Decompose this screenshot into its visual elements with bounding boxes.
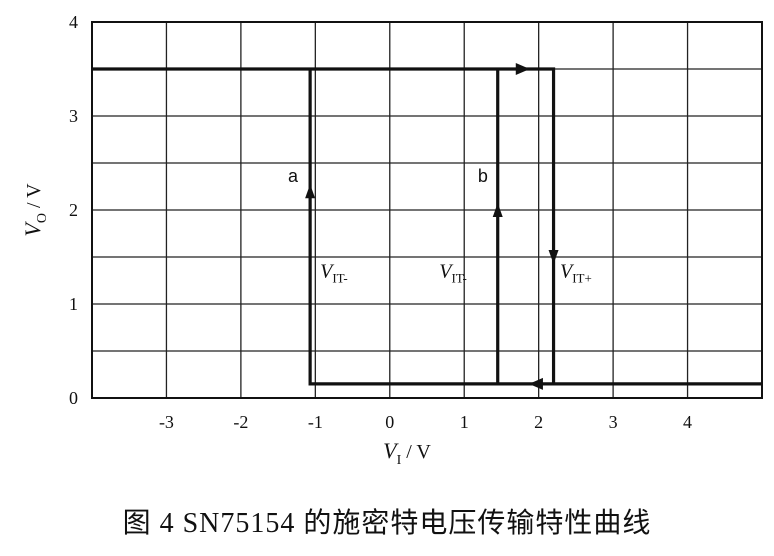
x-axis-label-sub: I [397, 453, 402, 468]
arrow-up-icon [305, 184, 316, 199]
threshold-label-sub: IT- [451, 271, 466, 286]
threshold-label-main: V [439, 261, 454, 283]
y-axis-label-unit: / V [23, 183, 45, 213]
x-axis-label-main: V [383, 438, 399, 463]
threshold-label-main: V [560, 261, 575, 283]
x-tick-label: 2 [534, 412, 543, 432]
x-axis-label: VI / V [383, 438, 431, 468]
y-axis-label: VO / V [20, 183, 50, 237]
y-tick-label: 4 [69, 12, 78, 32]
arrow-up-icon [492, 203, 503, 217]
threshold-label-sub: IT+ [572, 271, 592, 286]
y-tick-label: 2 [69, 200, 78, 220]
transfer-curve-line [92, 67, 762, 386]
plot-frame [91, 21, 763, 399]
y-axis-label-main: V [20, 221, 45, 237]
arrow-right-icon [515, 63, 530, 75]
grid [91, 21, 763, 399]
threshold-label-main: V [320, 261, 335, 283]
curve-annotation: b [478, 166, 488, 186]
y-tick-label: 0 [69, 388, 78, 408]
x-tick-label: -3 [159, 412, 174, 432]
x-tick-label: 1 [460, 412, 469, 432]
x-tick-label: 4 [683, 412, 692, 432]
y-tick-label: 3 [69, 106, 78, 126]
direction-arrows [305, 63, 559, 390]
x-tick-label: -2 [233, 412, 248, 432]
x-tick-label: 0 [385, 412, 394, 432]
x-tick-label: -1 [308, 412, 323, 432]
x-axis-label-unit: / V [401, 441, 431, 463]
figure-caption: 图 4 SN75154 的施密特电压传输特性曲线 [123, 507, 652, 539]
arrow-left-icon [528, 377, 543, 390]
arrow-down-icon [548, 250, 559, 264]
curve-annotation: a [288, 166, 299, 186]
tick-labels: -3 -2 -1 0 1 2 3 4 0 1 2 3 4 [69, 12, 692, 432]
threshold-label-sub: IT- [332, 271, 347, 286]
threshold-label: VIT- [439, 261, 467, 286]
x-tick-label: 3 [609, 412, 618, 432]
y-axis-label-sub: O [35, 213, 50, 223]
series-lines [92, 67, 762, 386]
transfer-curve-line [308, 69, 554, 386]
threshold-label: VIT- [320, 261, 348, 286]
threshold-label: VIT+ [560, 261, 592, 286]
y-tick-label: 1 [69, 294, 78, 314]
